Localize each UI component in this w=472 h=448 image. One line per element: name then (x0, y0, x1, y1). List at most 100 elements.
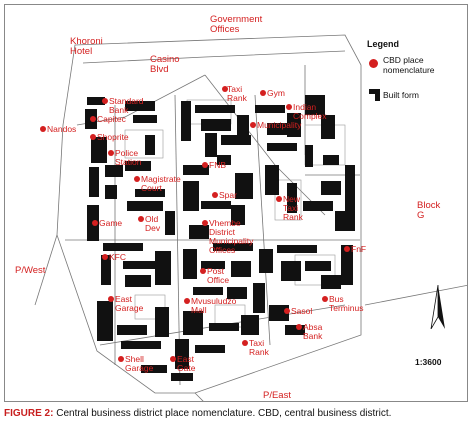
place-capitec: Capitec (97, 114, 126, 124)
place-bus-terminus: Bus Terminus (329, 294, 364, 313)
place-point-icon (92, 220, 98, 226)
built-form-block (287, 183, 297, 213)
place-police-station: Police Station (115, 148, 142, 167)
label-p-west: P/West (15, 265, 46, 276)
built-form-block (195, 105, 235, 113)
legend-item-place: CBD place nomenclature (367, 55, 467, 81)
place-old-dev: Old Dev (145, 214, 161, 233)
place-point-icon (90, 134, 96, 140)
built-form-block (231, 205, 245, 225)
place-vhembe-district: Vhembe District Municipality Offices (209, 218, 254, 255)
built-form-block (141, 365, 167, 373)
place-point-icon (102, 254, 108, 260)
place-point-icon (322, 296, 328, 302)
built-form-block (305, 95, 325, 115)
built-form-block (269, 305, 289, 321)
built-form-block (217, 155, 231, 165)
built-form-block (235, 173, 253, 199)
figure-caption: FIGURE 2: Central business district plac… (4, 408, 468, 420)
built-form-block (87, 97, 105, 105)
built-form-block (89, 167, 99, 197)
place-point-icon (108, 296, 114, 302)
caption-tag: FIGURE 2: (4, 408, 54, 419)
place-point-icon (118, 356, 124, 362)
place-fnb: FNB (209, 160, 226, 170)
built-form-block (267, 143, 297, 151)
legend-place-label: CBD place nomenclature (383, 55, 435, 75)
built-form-block (231, 261, 251, 277)
place-point-icon (202, 162, 208, 168)
built-form-block (305, 145, 313, 167)
place-fnf: FnF (351, 244, 367, 254)
place-mvusuludzo-mall: Mvusuludzo Mall (191, 296, 237, 315)
cbd-boundary-road (56, 34, 362, 394)
place-point-icon (200, 268, 206, 274)
place-point-icon (108, 150, 114, 156)
label-government-offices: Government Offices (210, 14, 263, 35)
built-form-block (103, 243, 143, 251)
place-point-icon (250, 122, 256, 128)
place-point-icon (286, 104, 292, 110)
built-form-block (285, 325, 305, 335)
place-nandos: Nandos (47, 124, 77, 134)
place-point-icon (222, 86, 228, 92)
place-point-icon (170, 356, 176, 362)
place-shell-garage: Shell Garage (125, 354, 154, 373)
built-form-block (171, 373, 193, 381)
built-form-block (175, 339, 189, 369)
built-form-block (221, 135, 251, 145)
built-form-block (127, 201, 163, 211)
built-form-block (183, 311, 203, 335)
built-form-block (321, 181, 341, 195)
built-form-block (205, 133, 217, 157)
built-form-block (303, 201, 333, 211)
legend-item-built-form: Built form (367, 87, 467, 113)
built-form-block (201, 261, 225, 269)
place-municipality: Municipality (257, 120, 302, 130)
legend: Legend CBD place nomenclature Built form (367, 39, 467, 113)
built-form-block (189, 225, 209, 239)
place-point-icon (134, 176, 140, 182)
built-form-block (345, 165, 355, 225)
built-form-block (125, 275, 151, 287)
cbd-map: Government Offices Khoroni Hotel Casino … (4, 4, 468, 402)
place-new-taxi-rank: New Taxi Rank (283, 194, 303, 222)
map-drawing (34, 34, 467, 401)
built-form-block (155, 307, 169, 337)
built-form-block (121, 341, 161, 349)
place-point-icon (212, 192, 218, 198)
built-form-block (323, 155, 339, 165)
built-form-block (321, 115, 335, 139)
built-form-block (101, 255, 111, 285)
built-form-block (253, 283, 265, 313)
built-form-block (155, 251, 171, 285)
place-indian-complex: Indian Complex (293, 102, 327, 121)
built-form-block (117, 325, 147, 335)
place-point-icon (369, 59, 378, 68)
built-form-block (201, 201, 231, 209)
built-form-block (321, 275, 341, 289)
built-form-block (267, 123, 287, 135)
place-post-office: Post Office (207, 266, 230, 285)
built-form-block (201, 119, 231, 131)
place-point-icon (284, 308, 290, 314)
built-form-block (341, 245, 353, 285)
built-form-block (281, 261, 301, 281)
legend-title: Legend (367, 39, 400, 49)
place-kfc: KFC (109, 252, 126, 262)
place-point-icon (260, 90, 266, 96)
built-form-icon (369, 89, 380, 101)
built-form-block (237, 115, 249, 145)
label-block-g: Block G (417, 200, 441, 221)
place-point-icon (242, 340, 248, 346)
north-road (82, 50, 346, 64)
place-point-icon (102, 98, 108, 104)
place-absa-bank: Absa Bank (303, 322, 323, 341)
built-form-block (209, 323, 239, 331)
built-form-block (123, 261, 163, 269)
place-point-icon (184, 298, 190, 304)
built-form-block (259, 249, 273, 273)
label-casino-blvd: Casino Blvd (150, 54, 180, 75)
place-spar: Spar (219, 190, 237, 200)
